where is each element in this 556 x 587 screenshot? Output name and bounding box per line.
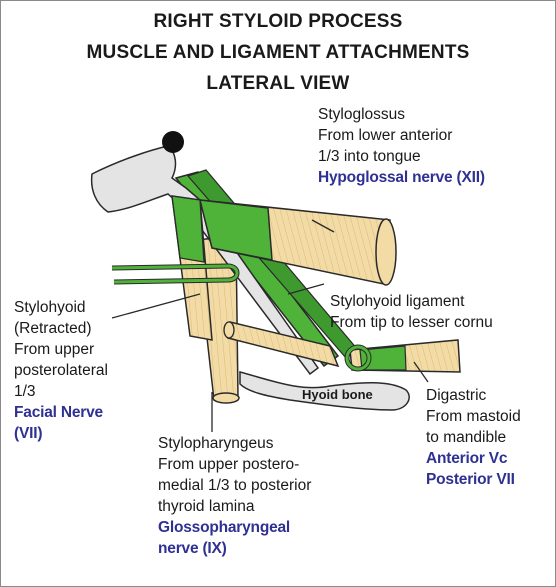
digastric-label: Digastric From mastoid to mandible Anter… — [426, 385, 521, 490]
stylopharyngeus-nerve-1: Glossopharyngeal — [158, 519, 291, 536]
hyoid-bone-label: Hyoid bone — [302, 387, 373, 402]
stylohyoid-nerve-1: Facial Nerve — [14, 404, 103, 421]
stylohyoid-muscle — [111, 195, 240, 341]
digastric-nerve-1: Anterior Vc — [426, 450, 508, 467]
stylohyoid-note: (Retracted) — [14, 320, 92, 337]
stylopharyngeus-name: Stylopharyngeus — [158, 435, 274, 452]
stylopharyngeus-origin-2: medial 1/3 to posterior — [158, 477, 312, 494]
styloglossus-muscle — [199, 199, 397, 286]
digastric-nerve-2: Posterior VII — [426, 471, 515, 488]
title-line-1: RIGHT STYLOID PROCESS — [153, 11, 403, 32]
stylopharyngeus-label: Stylopharyngeus From upper postero- medi… — [158, 433, 311, 559]
styloglossus-nerve: Hypoglossal nerve (XII) — [318, 169, 485, 186]
digastric-name: Digastric — [426, 387, 487, 404]
stylohyoid-ligament-name: Stylohyoid ligament — [330, 293, 465, 310]
stylopharyngeus-origin-1: From upper postero- — [158, 456, 300, 473]
leader-lines — [111, 219, 429, 432]
title-line-3: LATERAL VIEW — [206, 73, 350, 94]
stylohyoid-nerve-2: (VII) — [14, 425, 43, 442]
stylopharyngeus-insertion: thyroid lamina — [158, 498, 255, 515]
stylohyoid-name: Stylohyoid — [14, 299, 86, 316]
stylopharyngeus-nerve-2: nerve (IX) — [158, 540, 227, 557]
stylohyoid-ligament-span: From tip to lesser cornu — [330, 314, 493, 331]
styloglossus-origin: From lower anterior — [318, 127, 453, 144]
styloglossus-name: Styloglossus — [318, 106, 406, 123]
digastric-origin: From mastoid — [426, 408, 521, 425]
digastric-insertion: to mandible — [426, 429, 507, 446]
hyoid-bone — [239, 371, 410, 411]
stylohyoid-label: Stylohyoid (Retracted) From upper poster… — [14, 297, 108, 444]
styloglossus-label: Styloglossus From lower anterior 1/3 int… — [318, 104, 485, 188]
stylohyoid-origin-2: posterolateral — [14, 362, 108, 379]
digastric-muscle — [223, 321, 461, 373]
stylohyoid-ligament-label: Stylohyoid ligament From tip to lesser c… — [330, 291, 493, 333]
title-line-2: MUSCLE AND LIGAMENT ATTACHMENTS — [86, 42, 470, 63]
stylohyoid-origin-3: 1/3 — [14, 383, 36, 400]
styloglossus-insertion: 1/3 into tongue — [318, 148, 421, 165]
stylohyoid-origin-1: From upper — [14, 341, 95, 358]
